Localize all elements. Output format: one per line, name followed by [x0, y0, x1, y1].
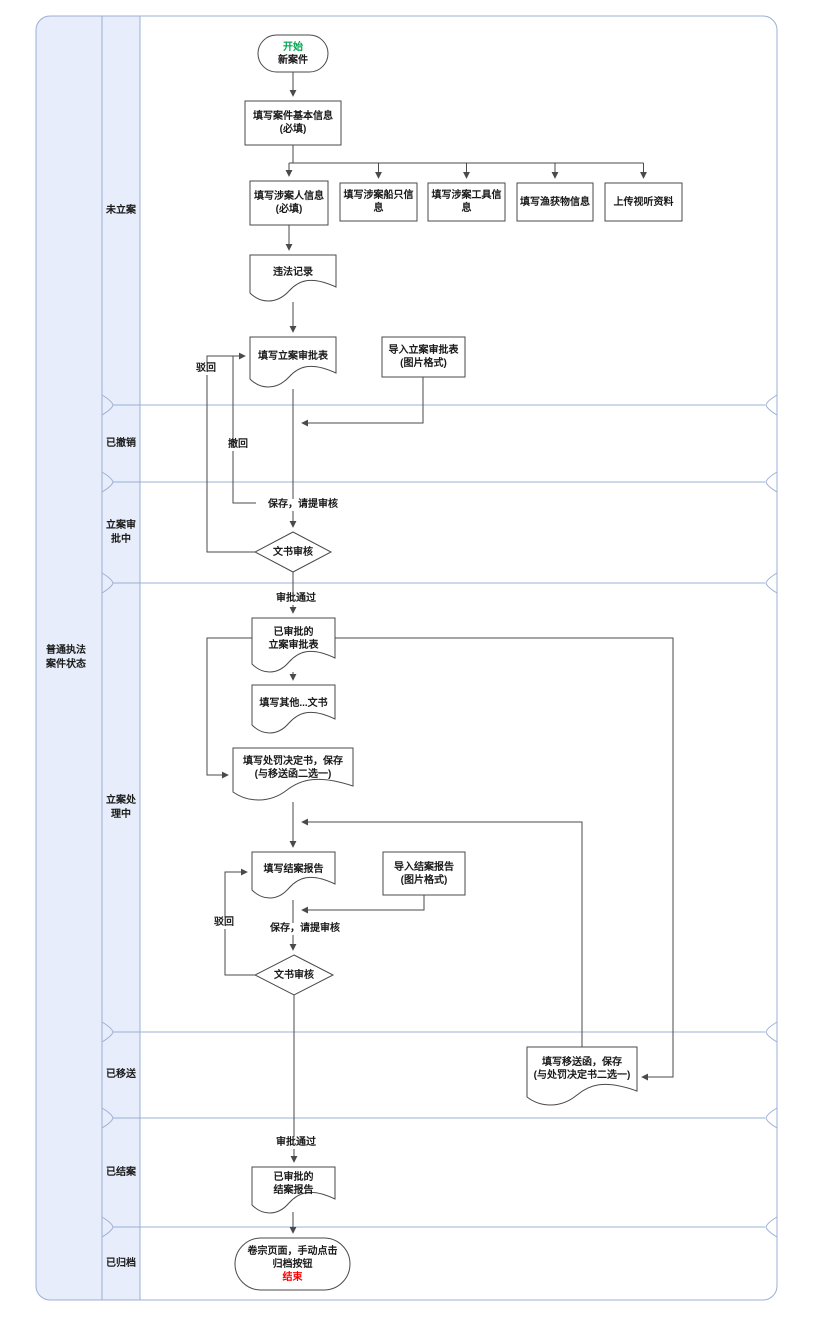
tool-info-shape — [427, 182, 506, 222]
edge-label-reject-1: 驳回 — [189, 363, 223, 375]
doc-review-1-shape — [253, 531, 333, 573]
edge-to-penalty-decision — [206, 637, 252, 779]
edge-import-closing-merge — [301, 895, 425, 914]
import-filing-form-shape — [381, 336, 466, 378]
node-basic-info: 填写案件基本信息 (必填) — [253, 111, 333, 135]
edge-transfer-merge — [301, 818, 583, 1047]
other-docs-shape — [251, 684, 336, 734]
pool-border — [35, 15, 778, 1301]
node-import-closing-report: 导入结案报告 (图片格式) — [394, 861, 454, 886]
edge-label-approved-1: 审批通过 — [270, 593, 322, 605]
node-illegal-record: 违法记录 — [273, 266, 313, 278]
start-title: 新案件 — [278, 54, 308, 66]
node-media-upload: 上传视听资料 — [613, 196, 674, 208]
edge-label-save-submit-1: 保存，请提审核 — [256, 499, 350, 511]
node-filing-form: 填写立案审批表 — [258, 350, 328, 362]
node-transfer-letter: 填写移送函，保存 (与处罚决定书二选一) — [533, 1057, 631, 1081]
catch-info-shape — [516, 182, 594, 222]
approved-filing-form-shape — [251, 617, 336, 673]
node-doc-review-2: 文书审核 — [274, 969, 314, 981]
closing-report-shape — [251, 851, 336, 899]
basic-info-shape — [244, 100, 342, 146]
filing-form-shape — [249, 336, 337, 388]
start-node-shape — [257, 34, 329, 73]
edge-branch-trunk — [289, 145, 644, 164]
edge-label-withdraw: 撤回 — [221, 439, 255, 451]
node-other-docs: 填写其他...文书 — [259, 697, 328, 709]
lane-boundaries — [101, 394, 778, 1238]
pool-label: 普通执法案件状态 — [44, 16, 88, 1300]
lane-label-withdrawn: 已撤销 — [106, 437, 136, 449]
lane-label-closed: 已结案 — [106, 1166, 136, 1178]
doc-review-2-shape — [253, 954, 335, 996]
end-node: 卷宗页面，手动点击 归档按钮 结束 — [247, 1245, 338, 1283]
start-node: 开始 新案件 — [258, 35, 328, 72]
edge-import-filing-merge — [301, 377, 424, 427]
node-shapes — [232, 34, 683, 1291]
node-doc-review-1: 文书审核 — [273, 546, 313, 558]
start-tag: 开始 — [283, 41, 303, 53]
node-approved-closing-report: 已审批的 结案报告 — [273, 1172, 314, 1196]
edge-label-save-submit-2: 保存，请提审核 — [258, 923, 352, 935]
edge-withdraw — [232, 356, 256, 504]
transfer-letter-shape — [526, 1046, 638, 1106]
person-info-shape — [249, 180, 329, 226]
end-node-shape — [234, 1237, 351, 1291]
edge-label-reject-2: 驳回 — [207, 917, 241, 929]
lane-label-processing: 立案处理中 — [106, 794, 136, 820]
connectors — [206, 72, 674, 1234]
node-closing-report: 填写结案报告 — [263, 863, 324, 875]
illegal-record-shape — [249, 254, 337, 302]
edge-label-approved-2: 审批通过 — [270, 1137, 322, 1149]
penalty-decision-shape — [232, 747, 354, 801]
lane-label-archived: 已归档 — [106, 1257, 136, 1269]
ship-info-shape — [339, 182, 418, 222]
node-approved-filing-form: 已审批的 立案审批表 — [268, 627, 319, 651]
lane-label-not-filed: 未立案 — [106, 204, 136, 216]
node-person-info: 填写涉案人信息 (必填) — [254, 191, 324, 215]
node-ship-info: 填写涉案船只信息 — [343, 190, 414, 214]
node-import-filing-form: 导入立案审批表 (图片格式) — [388, 345, 459, 369]
edge-to-transfer-letter — [335, 637, 674, 1081]
lane-label-filing-approval: 立案审批中 — [106, 519, 136, 545]
edge-reject1-loop — [206, 352, 255, 553]
import-closing-report-shape — [382, 851, 466, 896]
swimlane-pool — [35, 15, 778, 1301]
node-catch-info: 填写渔获物信息 — [520, 196, 590, 208]
pool-label-text: 普通执法案件状态 — [46, 645, 86, 670]
end-label: 结束 — [282, 1271, 303, 1283]
pool-label-column-bg — [36, 16, 140, 1300]
approved-closing-report-shape — [251, 1166, 336, 1214]
lane-label-transferred: 已移送 — [106, 1069, 136, 1080]
media-upload-shape — [604, 182, 683, 222]
node-tool-info: 填写涉案工具信息 — [431, 190, 502, 214]
node-penalty-decision: 填写处罚决定书，保存 (与移送函二选一) — [243, 756, 343, 780]
